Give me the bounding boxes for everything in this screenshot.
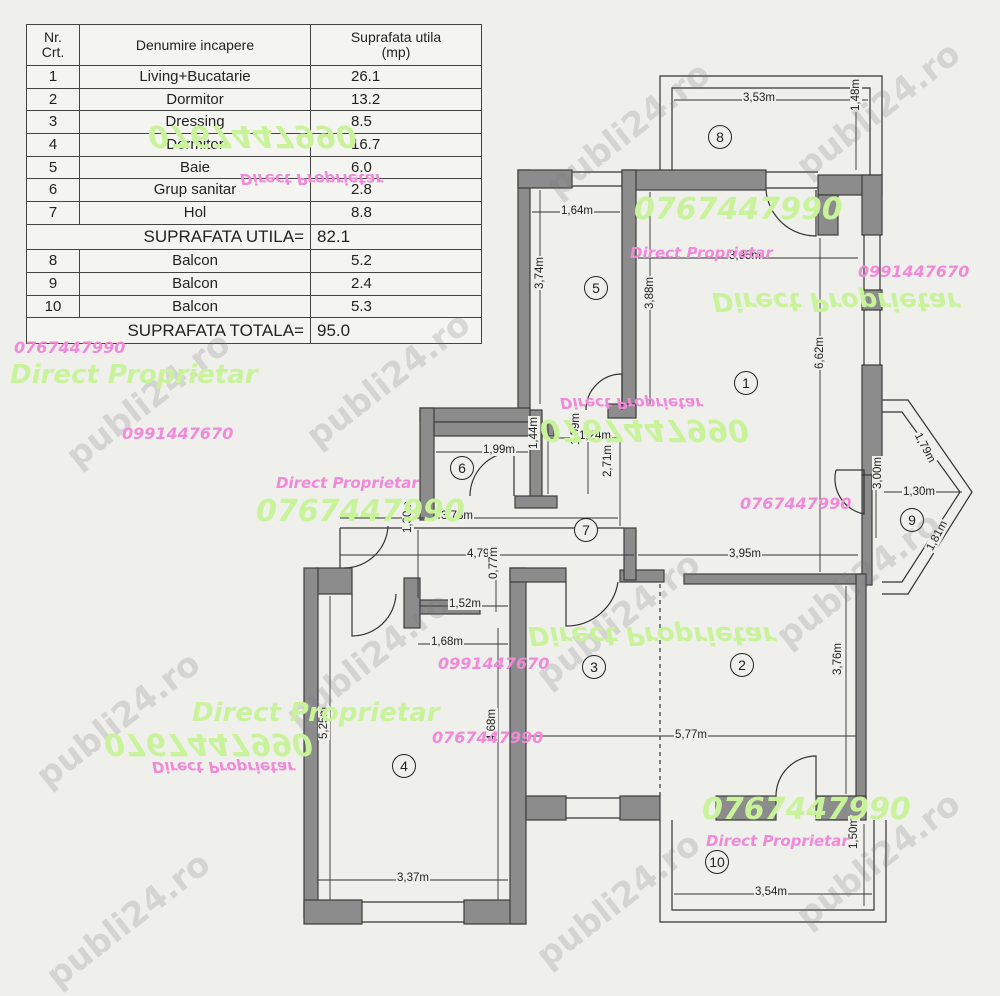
room-number-2: 2 — [730, 653, 754, 677]
cell-area: 2.8 — [310, 178, 482, 203]
dimension-b9-b: 1,30m — [902, 486, 936, 498]
dimension-r5-width: 1,64m — [560, 205, 594, 217]
cell-nr: 2 — [26, 87, 80, 112]
cell-nr: 8 — [26, 249, 80, 274]
cell-name: Hol — [79, 201, 311, 225]
dimension-b8-depth: 1,48m — [850, 78, 862, 112]
cell-area: 5.3 — [310, 294, 482, 319]
header-name: Denumire incapere — [79, 23, 311, 67]
header-nr: Nr. Crt. — [26, 23, 80, 67]
cell-name: Baie — [79, 155, 311, 180]
cell-name: Dressing — [79, 110, 311, 135]
cell-area: 5.2 — [310, 249, 482, 274]
dimension-b10-width: 3,54m — [754, 886, 788, 898]
dimension-b10-depth: 1,50m — [848, 816, 860, 850]
table-header-row: Nr. Crt. Denumire incapere Suprafata uti… — [26, 23, 482, 67]
cell-area: 16.7 — [310, 133, 482, 157]
usable-total-value: 82.1 — [310, 223, 482, 251]
grand-total-row: SUPRAFATA TOTALA= 95.0 — [26, 317, 482, 344]
cell-name: Balcon — [79, 272, 311, 296]
cell-name: Balcon — [79, 294, 311, 319]
room-number-7: 7 — [574, 518, 598, 542]
room-number-4: 4 — [392, 754, 416, 778]
dimension-r6-height: 1,44m — [528, 416, 540, 450]
room-number-9: 9 — [900, 508, 924, 532]
dimension-r5-height: 3,74m — [534, 256, 546, 290]
cell-nr: 5 — [26, 155, 80, 180]
cell-nr: 3 — [26, 110, 80, 135]
thin-lines — [339, 75, 973, 923]
cell-area: 8.8 — [310, 201, 482, 225]
dimension-hall-h2: 1,30m — [402, 500, 414, 534]
cell-name: Dormitor — [79, 133, 311, 157]
usable-total-row: SUPRAFATA UTILA= 82.1 — [26, 223, 482, 251]
dimension-b8-width: 3,53m — [742, 92, 776, 104]
room-number-5: 5 — [584, 276, 608, 300]
cell-nr: 9 — [26, 272, 80, 296]
dimension-hall-height: 2,71m — [602, 444, 614, 478]
room-number-1: 1 — [734, 371, 758, 395]
room-number-8: 8 — [708, 125, 732, 149]
cell-nr: 10 — [26, 294, 80, 319]
dimension-r1-height-left: 3,88m — [644, 276, 656, 310]
cell-area: 2.4 — [310, 272, 482, 296]
room-number-3: 3 — [582, 655, 606, 679]
dimension-r1-height-right: 6,62m — [814, 336, 826, 370]
cell-nr: 4 — [26, 133, 80, 157]
dimension-b9-c: 3,00m — [872, 456, 884, 490]
cell-name: Grup sanitar — [79, 178, 311, 203]
dimension-r6-width: 1,99m — [482, 444, 516, 456]
dimension-r4-height: 5,25m — [318, 706, 330, 740]
grand-total-value: 95.0 — [310, 317, 482, 344]
cell-area: 6.0 — [310, 155, 482, 180]
grand-total-label: SUPRAFATA TOTALA= — [26, 317, 311, 344]
dimension-r2-height: 3,76m — [832, 642, 844, 676]
cell-nr: 1 — [26, 65, 80, 89]
cell-name: Dormitor — [79, 87, 311, 112]
header-area: Suprafata utila (mp) — [310, 23, 482, 67]
cell-area: 13.2 — [310, 87, 482, 112]
cell-area: 8.5 — [310, 110, 482, 135]
cell-name: Balcon — [79, 249, 311, 274]
dimension-r4-height2: 4,68m — [486, 708, 498, 742]
dimension-r4-width-bottom: 3,37m — [396, 872, 430, 884]
dimension-r1-width-bottom: 3,95m — [728, 548, 762, 560]
dimension-hall-width: 3,73m — [440, 510, 474, 522]
dimension-r2-width: 5,77m — [674, 729, 708, 741]
dimension-r1-width-top: 3,95m — [728, 250, 762, 262]
room-number-10: 10 — [705, 850, 729, 874]
cell-nr: 6 — [26, 178, 80, 203]
cell-name: Living+Bucatarie — [79, 65, 311, 89]
usable-total-label: SUPRAFATA UTILA= — [26, 223, 311, 251]
cell-nr: 7 — [26, 201, 80, 225]
walls — [303, 169, 883, 925]
dimension-hall-h3: 0,77m — [488, 546, 500, 580]
dimension-hall-a: 1,24m — [578, 430, 612, 442]
room-area-table: Nr. Crt. Denumire incapere Suprafata uti… — [26, 23, 482, 344]
dimension-hall-w3: 1,52m — [448, 598, 482, 610]
dimension-r4-width-top: 1,68m — [430, 636, 464, 648]
cell-area: 26.1 — [310, 65, 482, 89]
room-number-6: 6 — [450, 456, 474, 480]
